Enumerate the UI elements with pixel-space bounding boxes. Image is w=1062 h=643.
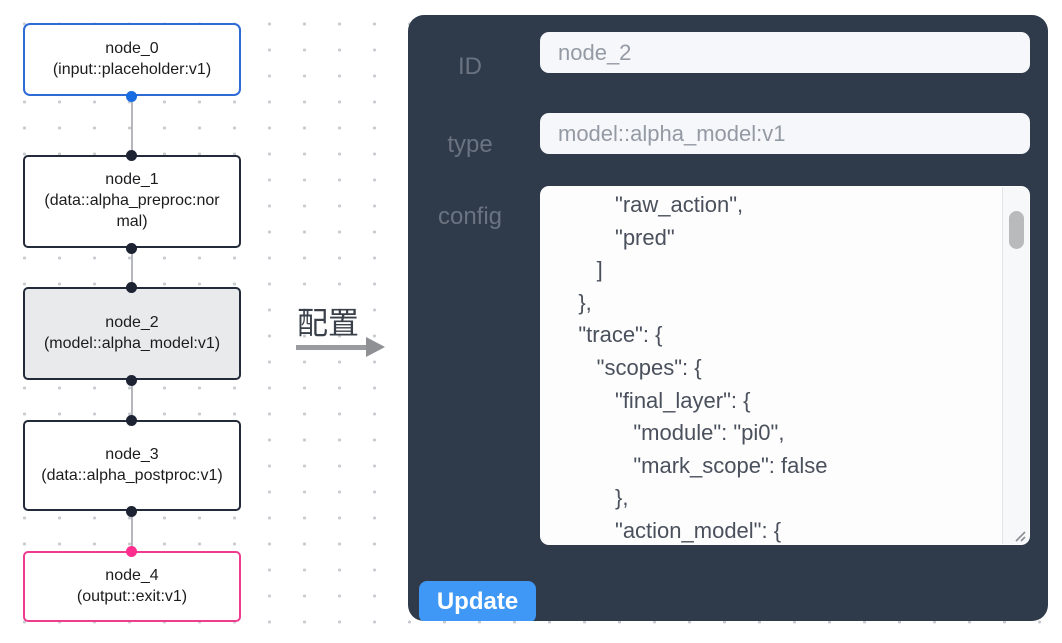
update-button[interactable]: Update xyxy=(419,581,536,621)
node-preproc[interactable]: node_1 (data::alpha_preproc:normal) xyxy=(23,155,241,248)
node-output[interactable]: node_4 (output::exit:v1) xyxy=(23,551,241,622)
node-title: node_1 xyxy=(105,171,159,189)
resize-grip-icon[interactable] xyxy=(1012,528,1026,542)
handle-node1-target[interactable] xyxy=(126,150,137,161)
node-config-panel: ID type config "raw_action", "pred" ] },… xyxy=(408,15,1048,621)
handle-node3-target[interactable] xyxy=(126,415,137,426)
config-scrollbar[interactable] xyxy=(1002,187,1029,544)
id-label: ID xyxy=(458,53,482,80)
node-title: node_2 xyxy=(105,313,159,331)
config-scrollbar-thumb[interactable] xyxy=(1009,211,1024,249)
edge-node2-node3 xyxy=(131,380,133,420)
handle-node2-source[interactable] xyxy=(126,375,137,386)
edge-node0-node1 xyxy=(131,96,133,155)
handle-node3-source[interactable] xyxy=(126,506,137,517)
edge-node3-node4 xyxy=(131,511,133,551)
config-textarea[interactable]: "raw_action", "pred" ] }, "trace": { "sc… xyxy=(540,186,1030,545)
type-input[interactable] xyxy=(540,113,1030,154)
id-input[interactable] xyxy=(540,32,1030,73)
node-model-selected[interactable]: node_2 (model::alpha_model:v1) xyxy=(23,287,241,380)
handle-node4-target[interactable] xyxy=(126,546,137,557)
node-title: node_0 xyxy=(105,39,159,57)
config-label: config xyxy=(437,203,503,230)
right-arrow-icon xyxy=(296,345,368,350)
handle-node1-source[interactable] xyxy=(126,243,137,254)
node-postproc[interactable]: node_3 (data::alpha_postproc:v1) xyxy=(23,420,241,511)
node-type: (data::alpha_preproc:normal) xyxy=(44,192,220,230)
node-title: node_4 xyxy=(105,566,159,584)
handle-node0-source[interactable] xyxy=(126,91,137,102)
node-title: node_3 xyxy=(105,445,159,463)
node-input[interactable]: node_0 (input::placeholder:v1) xyxy=(23,23,241,96)
handle-node2-target[interactable] xyxy=(126,282,137,293)
node-type: (data::alpha_postproc:v1) xyxy=(41,466,223,484)
edge-node1-node2 xyxy=(131,248,133,287)
configure-label: 配置 xyxy=(297,306,359,341)
type-label: type xyxy=(447,131,493,158)
node-type: (model::alpha_model:v1) xyxy=(43,334,221,352)
node-type: (input::placeholder:v1) xyxy=(52,60,212,78)
right-arrow-head-icon xyxy=(366,337,385,357)
node-type: (output::exit:v1) xyxy=(76,587,188,605)
config-json-text: "raw_action", "pred" ] }, "trace": { "sc… xyxy=(578,192,828,543)
